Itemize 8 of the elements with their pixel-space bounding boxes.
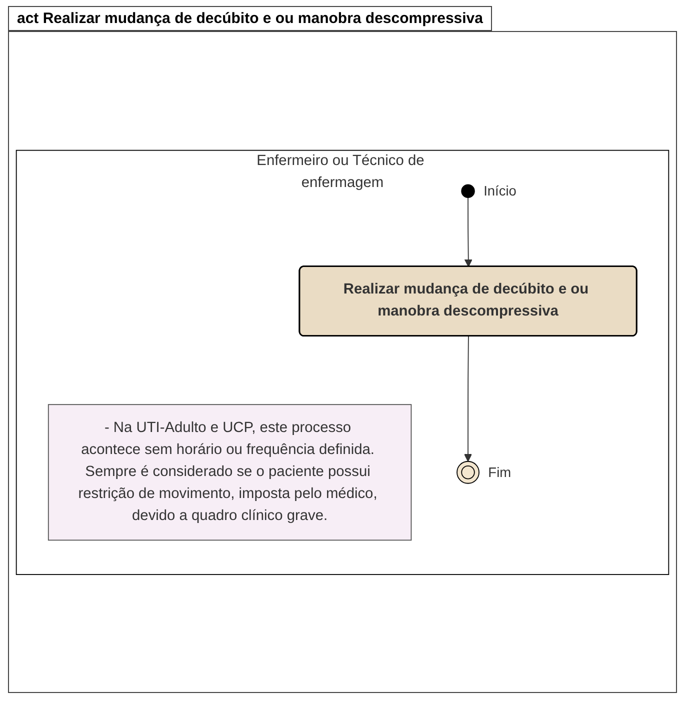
arrow bbox=[464, 196, 472, 267]
node-circle bbox=[456, 460, 480, 484]
arrow bbox=[464, 335, 472, 462]
node-circle bbox=[461, 184, 475, 198]
node-box: - Na UTI-Adulto e UCP, este processo acontece sem horário ou frequência definida. Sempre é considerado se o paciente possui restrição de movimento, imposta pelo médico, devido a quadro clínico grave. bbox=[48, 404, 412, 540]
diagram-title: act Realizar mudança de decúbito e ou manobra descompressiva bbox=[8, 6, 492, 31]
node-caption: Início bbox=[484, 183, 516, 198]
node-caption: Fim bbox=[488, 464, 512, 480]
